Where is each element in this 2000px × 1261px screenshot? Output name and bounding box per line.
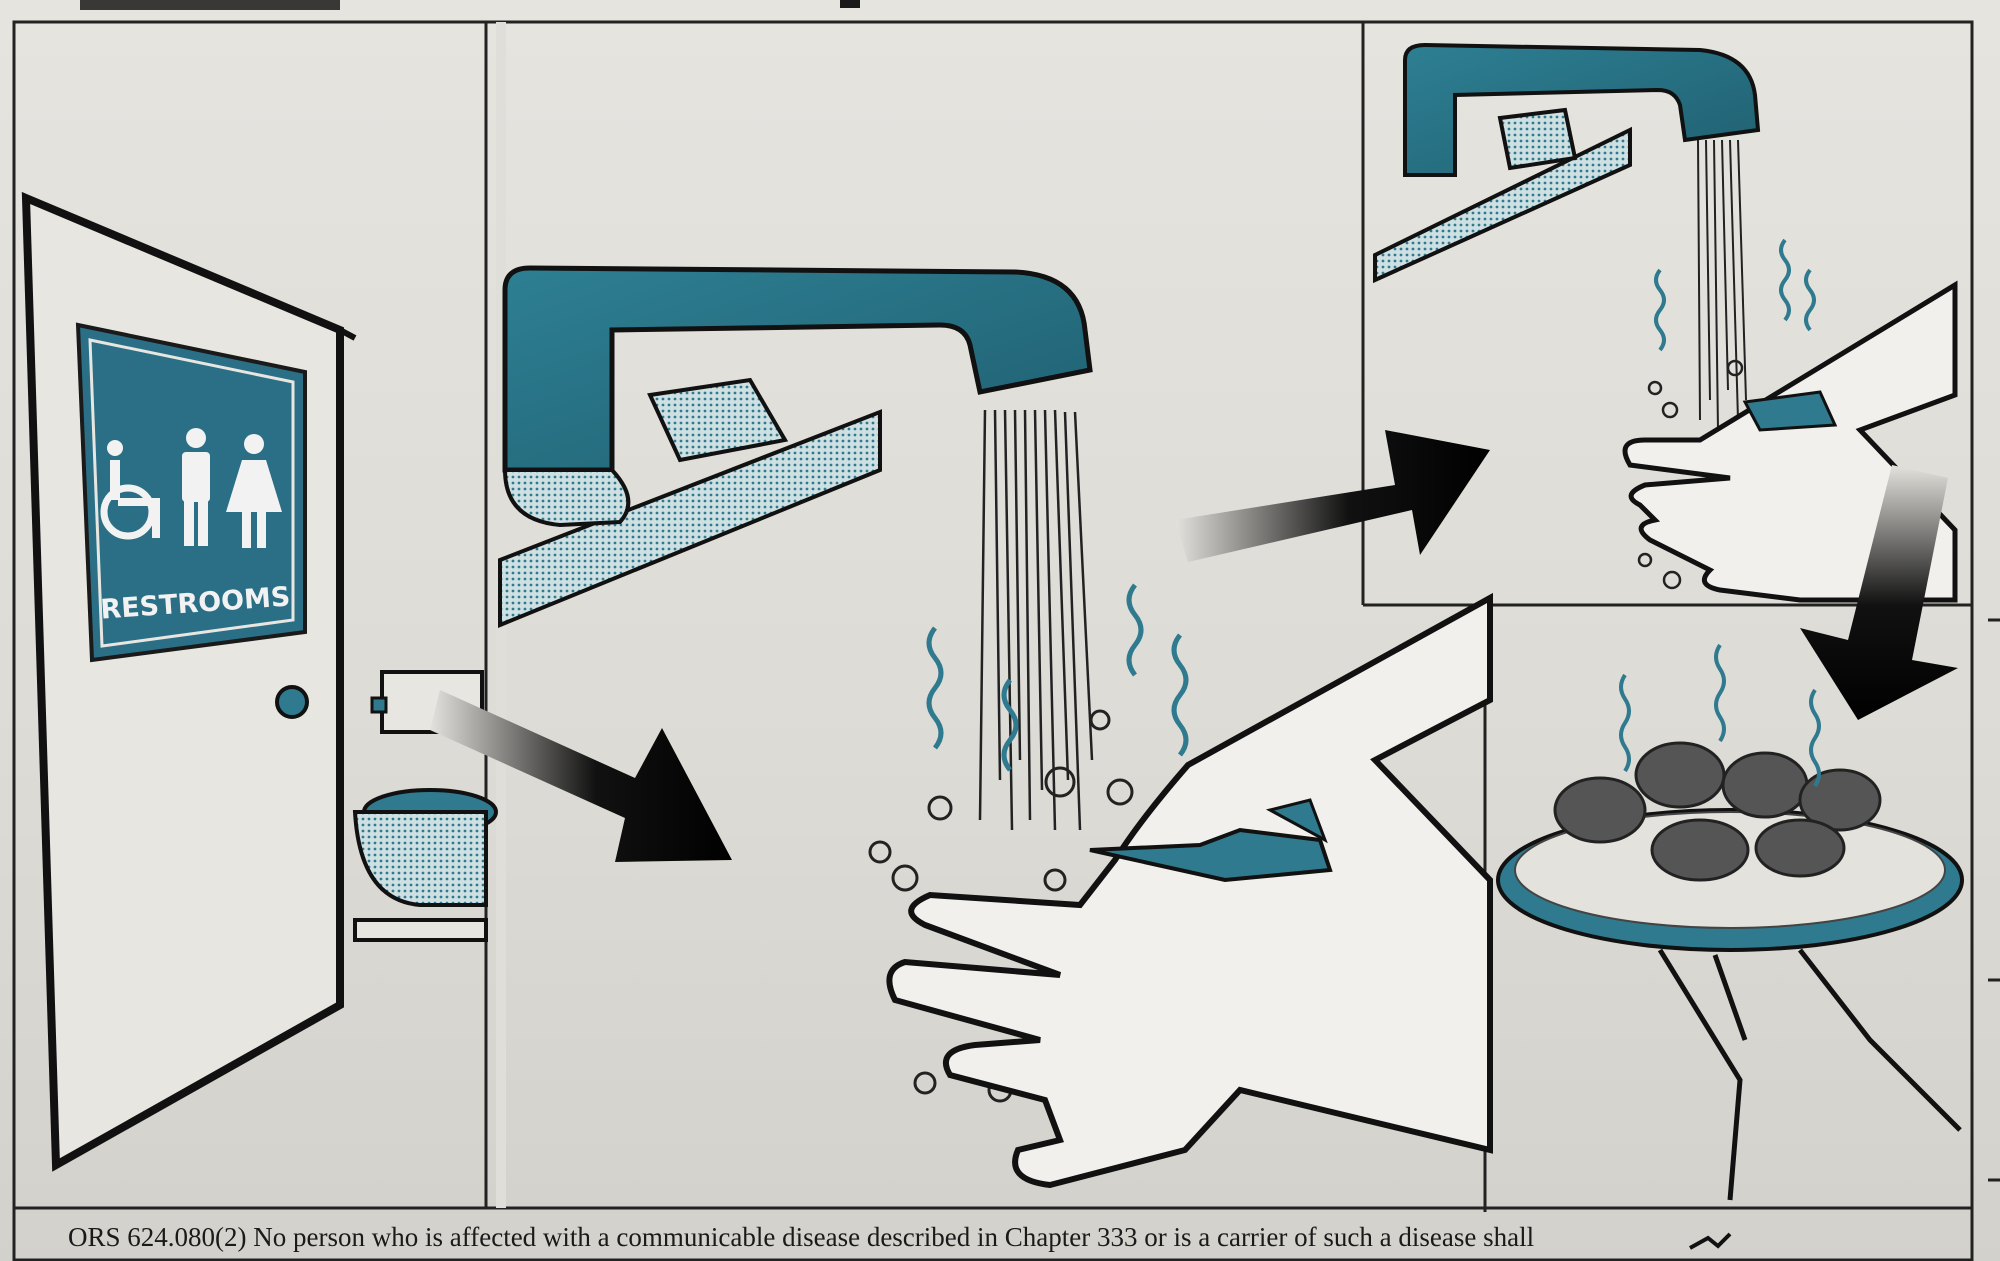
woman-icon bbox=[226, 434, 282, 548]
serving-hand bbox=[1657, 948, 1962, 1201]
soap-bubbles bbox=[868, 709, 1134, 1103]
arrow-to-sink bbox=[430, 690, 732, 862]
faucet-spout bbox=[502, 265, 1093, 473]
panel-rinse bbox=[1373, 42, 1958, 603]
man-icon bbox=[182, 428, 210, 546]
meatballs bbox=[1553, 741, 1882, 882]
faucet-handle bbox=[647, 377, 789, 463]
top-header-fragment bbox=[80, 0, 860, 10]
door-knob bbox=[275, 685, 309, 719]
rinse-faucet-handle bbox=[1497, 107, 1578, 171]
arrow-to-food bbox=[1800, 465, 1958, 720]
steam bbox=[1619, 643, 1821, 788]
arrow-to-rinse bbox=[1175, 430, 1490, 562]
rinsing-hands bbox=[1622, 280, 1958, 603]
water-stream bbox=[978, 409, 1094, 831]
washing-hands bbox=[886, 592, 1493, 1189]
panel-restroom: RESTROOMS bbox=[21, 22, 506, 1208]
germ-squiggles bbox=[926, 583, 1189, 772]
footer-legal-text: ORS 624.080(2) No person who is affected… bbox=[68, 1222, 1535, 1252]
footer-logo-fragment bbox=[1689, 1232, 1732, 1250]
panel-food bbox=[1496, 643, 1964, 1201]
rinse-faucet-spout bbox=[1403, 42, 1761, 177]
panel-handwash bbox=[498, 265, 1493, 1189]
restroom-sign: RESTROOMS bbox=[75, 322, 307, 663]
poster-frame bbox=[12, 20, 1974, 1261]
wheelchair-icon bbox=[100, 440, 160, 540]
right-edge-fragments bbox=[1988, 618, 2000, 1182]
rinse-water bbox=[1697, 139, 1747, 431]
door bbox=[21, 191, 344, 1172]
